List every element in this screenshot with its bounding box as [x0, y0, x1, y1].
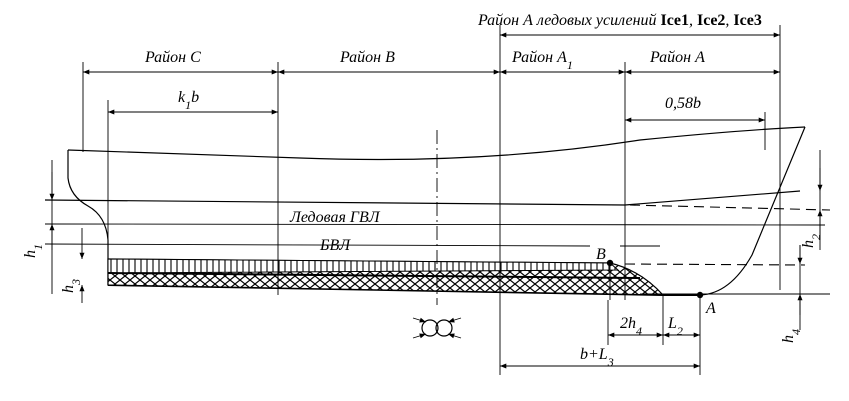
h2-label: h2	[800, 234, 823, 248]
point-a-label: A	[705, 300, 716, 317]
point-a-marker	[696, 291, 704, 299]
frac-058b-label: 0,58b	[665, 95, 701, 112]
k1b-label: k1b	[178, 89, 199, 112]
b-plus-l3-label: b+L3	[580, 346, 614, 369]
ice-gvl-label: Ледовая ГВЛ	[289, 209, 381, 226]
two-h4-label: 2h4	[620, 315, 642, 338]
waterlines	[44, 190, 831, 295]
extension-lines	[82, 25, 781, 375]
region-b-label: Район B	[339, 49, 395, 66]
midship-section-symbol	[412, 317, 462, 339]
region-c-label: Район C	[144, 49, 201, 66]
h4-label: h4	[780, 329, 803, 343]
region-a-label: Район A	[649, 49, 705, 66]
ice-region-title: Район А ледовых усилений Ice1, Ice2, Ice…	[477, 12, 762, 29]
l2-label: L2	[667, 315, 683, 338]
horizontal-dimensions	[83, 32, 780, 369]
h1-label: h1	[22, 244, 45, 258]
point-b-label: B	[596, 246, 606, 263]
ice-belt	[107, 258, 665, 296]
vertical-dimensions	[49, 150, 823, 330]
region-a1-label: Район A1	[511, 49, 573, 72]
h3-label: h3	[60, 279, 83, 293]
bvl-label: БВЛ	[319, 237, 351, 254]
